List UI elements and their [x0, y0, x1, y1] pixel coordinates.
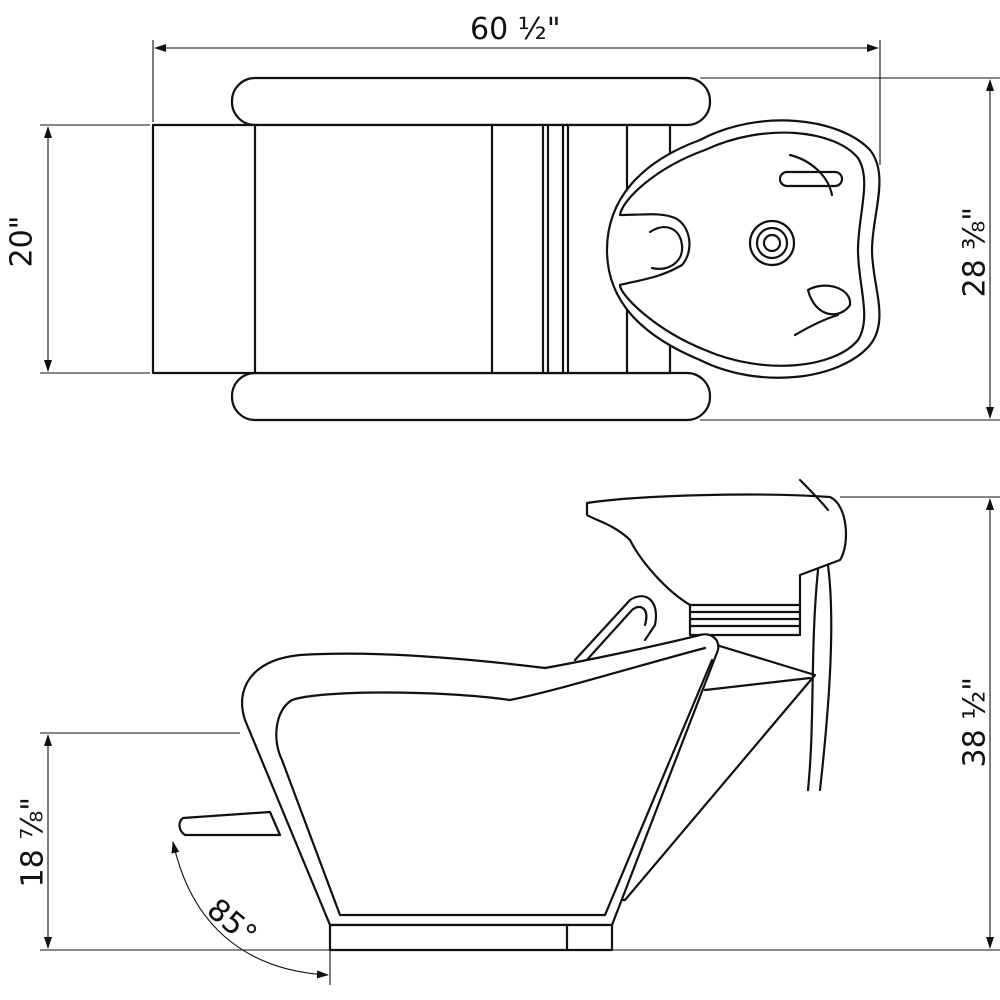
armrest-top — [230, 76, 712, 127]
overall-width-label: 28 ⅜" — [957, 206, 993, 298]
seat-height-label: 18 ⅞" — [15, 796, 51, 888]
seat-top — [151, 123, 672, 375]
seat-width-label: 20" — [4, 215, 40, 268]
overall-length-label: 60 ½" — [470, 12, 561, 47]
angle-arc — [171, 841, 329, 979]
basin-top — [605, 119, 881, 379]
side-view — [40, 478, 1000, 985]
overall-height-label: 38 ½" — [957, 676, 993, 768]
chair-base — [328, 923, 614, 952]
armrest-bottom — [230, 371, 712, 422]
top-view — [40, 40, 1000, 422]
